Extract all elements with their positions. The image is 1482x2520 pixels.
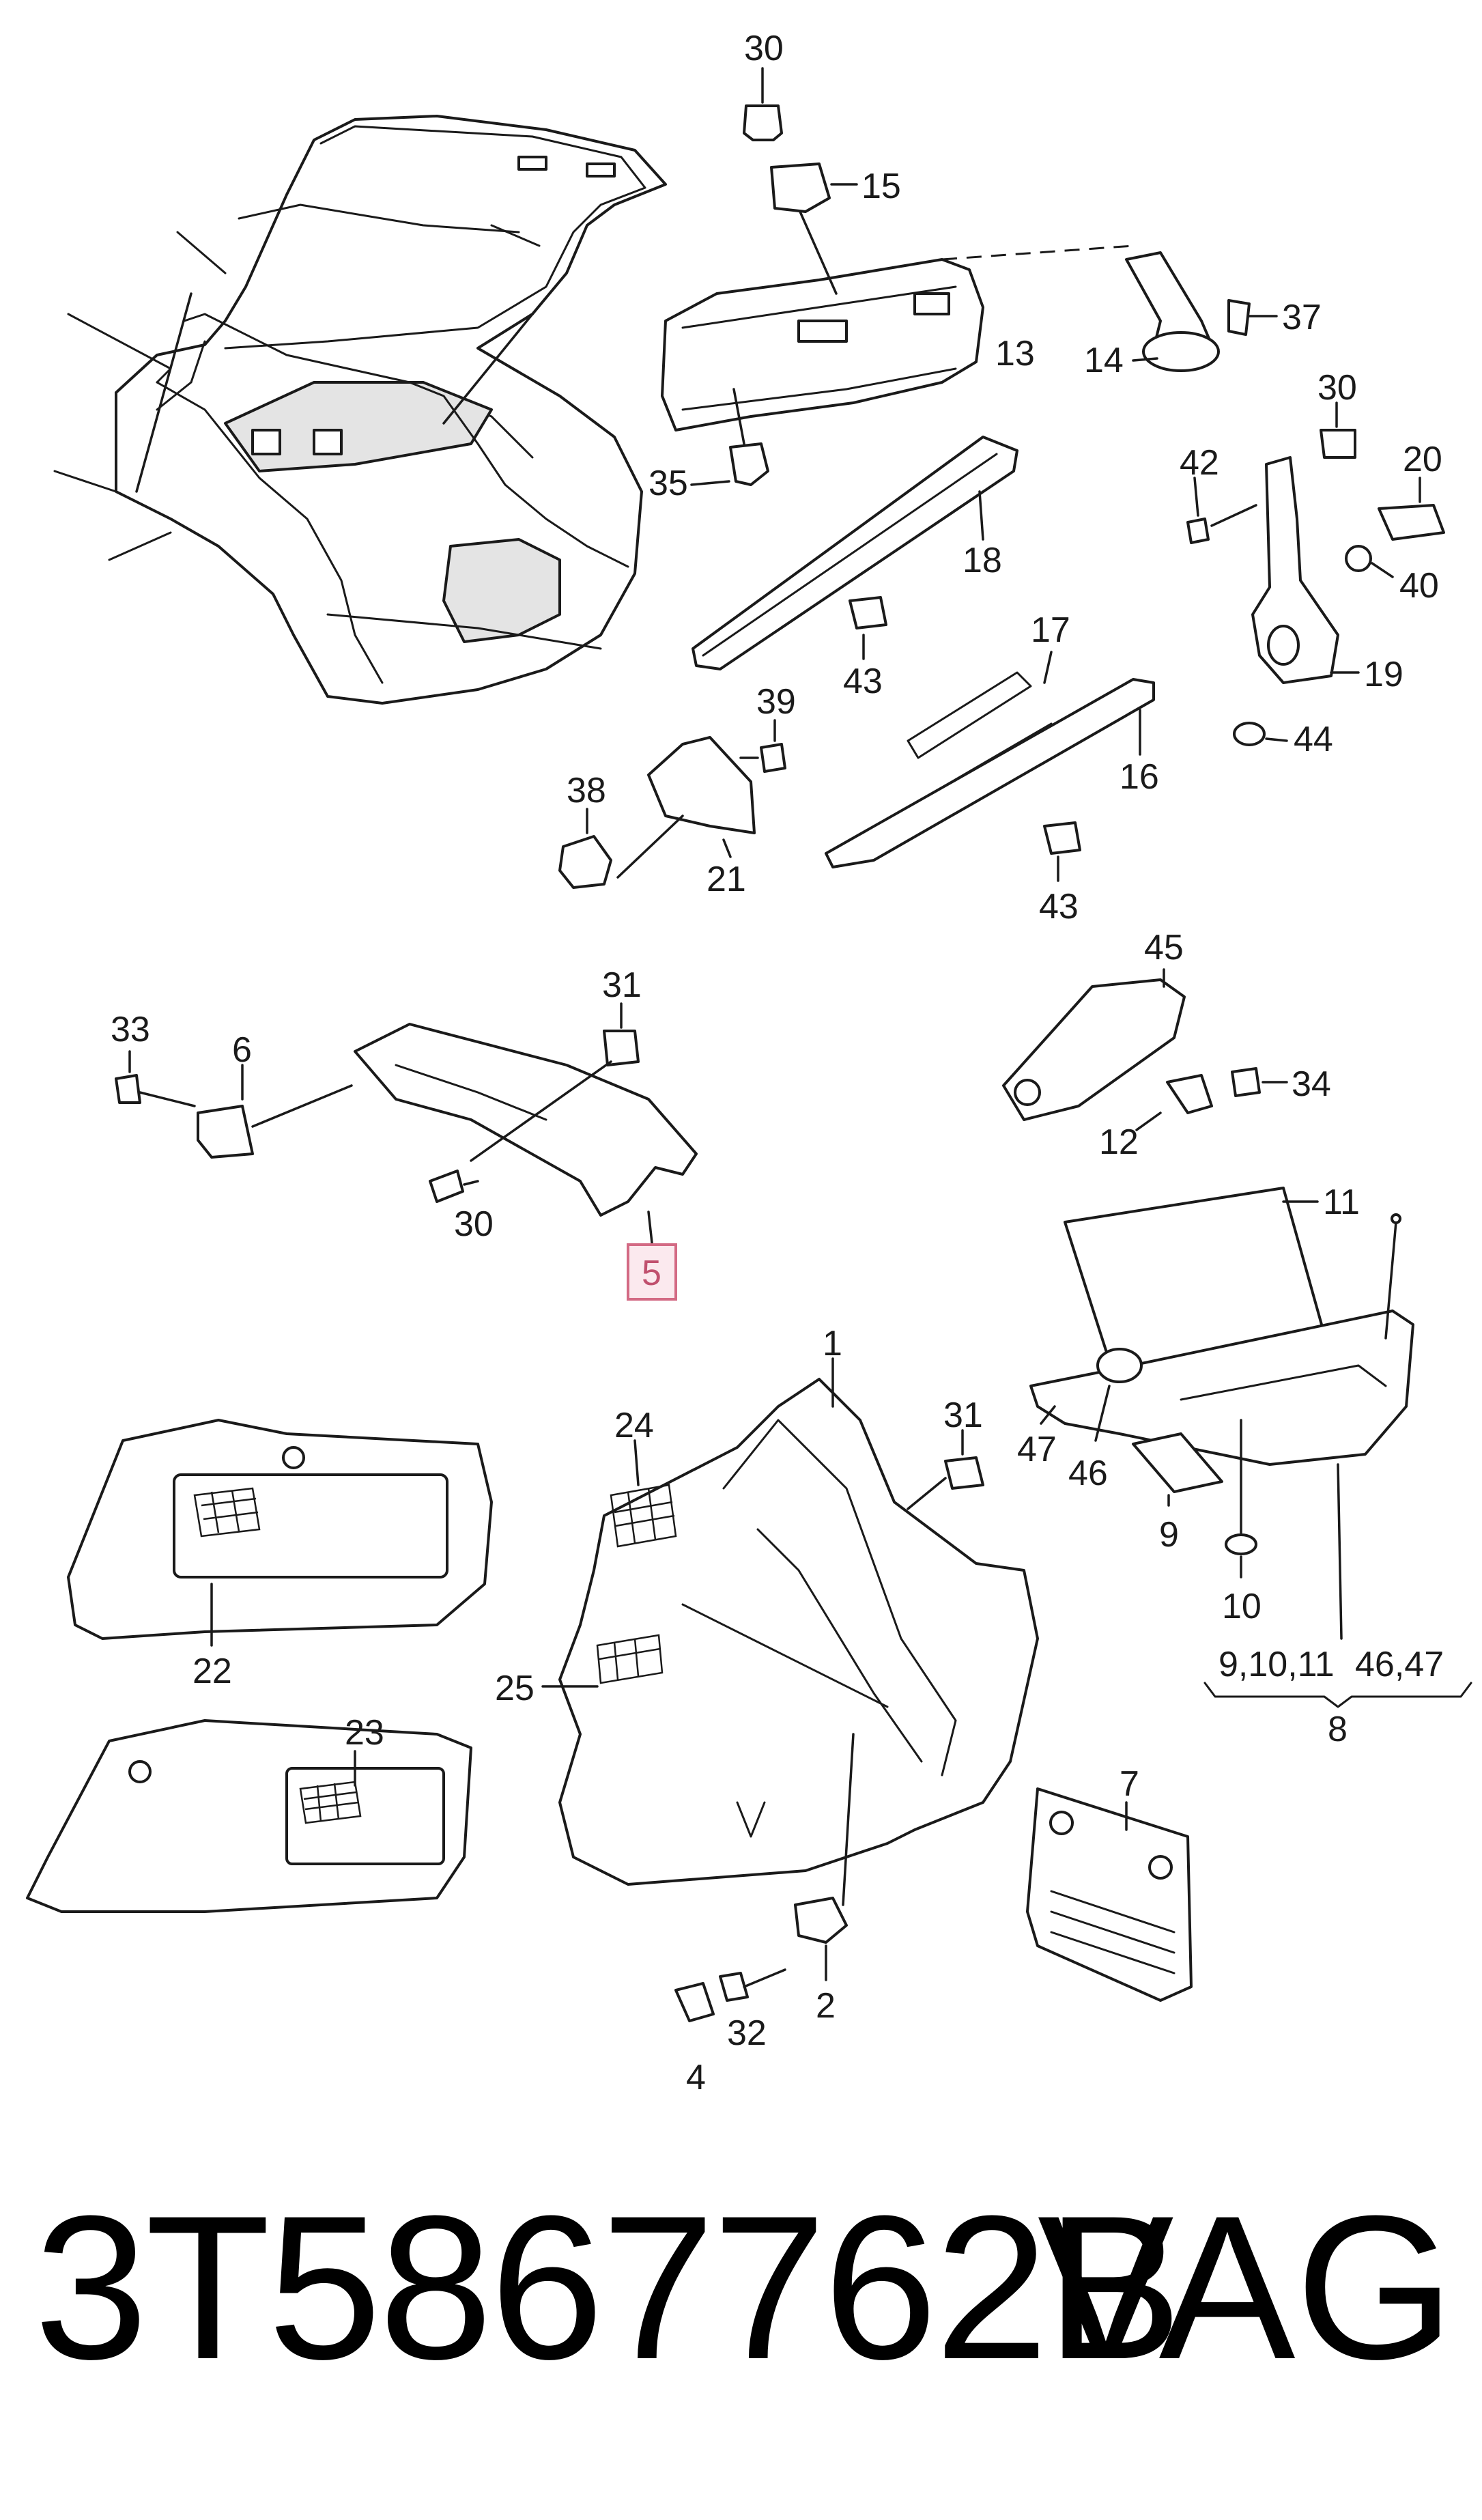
highlighted-callout-5[interactable]: 5 xyxy=(627,1243,677,1301)
callout-8: 8 xyxy=(1328,1710,1348,1749)
bracket-6 xyxy=(197,1064,353,1159)
callout-13: 13 xyxy=(995,334,1035,373)
callout-42: 42 xyxy=(1180,443,1219,483)
callout-33: 33 xyxy=(111,1010,150,1049)
callout-38: 38 xyxy=(567,771,606,810)
callout-30: 30 xyxy=(1317,368,1357,408)
callout-46: 46 xyxy=(1068,1454,1108,1493)
callout-14: 14 xyxy=(1084,341,1124,380)
handle-14 xyxy=(1125,251,1220,372)
callout-16: 16 xyxy=(1120,757,1159,797)
bolt-10 xyxy=(1225,1419,1257,1578)
callout-12: 12 xyxy=(1099,1122,1139,1162)
callout-37: 37 xyxy=(1282,298,1322,337)
side-trim-1 xyxy=(541,1357,1039,1906)
bolt-32 xyxy=(719,1968,786,2002)
callout-43: 43 xyxy=(1039,887,1079,926)
screw-34 xyxy=(1231,1067,1288,1097)
latch-12 xyxy=(1135,1074,1213,1131)
callout-23: 23 xyxy=(345,1713,384,1753)
cover-panel-7 xyxy=(1026,1787,1193,2002)
clip-43-lower xyxy=(1043,821,1081,882)
clip-43-upper xyxy=(849,596,887,660)
hinge-19 xyxy=(1251,456,1360,684)
callout-5: 5 xyxy=(642,1254,661,1293)
cover-45 xyxy=(1002,968,1186,1121)
callout-19: 19 xyxy=(1364,655,1403,694)
screw-37 xyxy=(1227,299,1278,336)
clip-30-right xyxy=(1320,401,1356,459)
roller-blind-11 xyxy=(1029,1187,1414,1466)
callout-24: 24 xyxy=(614,1406,654,1445)
cap-4 xyxy=(674,1982,715,2022)
callout-40: 40 xyxy=(1399,566,1439,606)
group-label-46-47: 46,47 xyxy=(1355,1645,1444,1684)
bolt-42 xyxy=(1186,477,1257,544)
clip-30-top xyxy=(743,67,783,141)
part-number: 3T5867762B xyxy=(34,2172,1182,2402)
buffer-20 xyxy=(1378,477,1445,541)
clip-31-lower xyxy=(907,1429,984,1510)
mat-9 xyxy=(1132,1432,1223,1507)
callout-1: 1 xyxy=(823,1324,842,1363)
callout-2: 2 xyxy=(816,1986,836,2026)
callout-labels: 30 15 13 37 14 30 42 20 35 18 40 17 19 4… xyxy=(111,29,1444,2097)
callout-7: 7 xyxy=(1120,1764,1139,1804)
callout-45: 45 xyxy=(1144,928,1184,967)
screw-33 xyxy=(115,1050,196,1107)
callout-4: 4 xyxy=(686,2058,706,2097)
buffer-40 xyxy=(1345,545,1394,578)
trim-5 xyxy=(354,1023,698,1244)
callout-44: 44 xyxy=(1294,720,1333,759)
trim-strip-18 xyxy=(692,436,1018,670)
callout-30: 30 xyxy=(454,1204,494,1244)
callout-22: 22 xyxy=(193,1652,232,1691)
footer: 3T5867762B VAG xyxy=(0,2185,1482,2472)
trim-panel-22 xyxy=(67,1419,493,1647)
callout-39: 39 xyxy=(756,682,796,722)
screw-30-mid xyxy=(429,1170,479,1203)
callout-34: 34 xyxy=(1292,1064,1331,1104)
screw-39 xyxy=(739,719,786,773)
callout-31: 31 xyxy=(602,965,642,1005)
callout-30: 30 xyxy=(744,29,784,68)
callout-35: 35 xyxy=(649,464,688,503)
callout-21: 21 xyxy=(707,860,746,899)
callout-17: 17 xyxy=(1031,610,1070,650)
clip-15 xyxy=(770,162,858,295)
callout-43: 43 xyxy=(843,662,883,701)
cover-21 xyxy=(616,736,756,879)
trim-panel-23 xyxy=(26,1719,472,1913)
callout-6: 6 xyxy=(232,1030,252,1070)
callout-47: 47 xyxy=(1017,1430,1057,1469)
trunk-lid-trim-13 xyxy=(661,244,1134,431)
car-rear-illustration xyxy=(53,115,667,705)
mount-2 xyxy=(794,1897,848,1981)
callout-9: 9 xyxy=(1159,1515,1179,1555)
callout-18: 18 xyxy=(963,541,1002,580)
clip-35 xyxy=(690,388,769,486)
clip-38 xyxy=(558,808,612,889)
callout-11: 11 xyxy=(1323,1183,1360,1222)
callout-10: 10 xyxy=(1222,1587,1262,1626)
callout-31: 31 xyxy=(943,1396,983,1435)
cap-44 xyxy=(1233,722,1288,746)
group-bracket-8 xyxy=(1203,1463,1472,1708)
parcel-shelf-16 xyxy=(825,651,1155,868)
group-label-9-10-11: 9,10,11 xyxy=(1219,1645,1335,1684)
callout-20: 20 xyxy=(1403,440,1442,479)
clip-31-upper xyxy=(470,1002,640,1162)
callout-25: 25 xyxy=(495,1669,535,1708)
callout-15: 15 xyxy=(861,167,901,206)
brand-name: VAG xyxy=(1037,2172,1455,2402)
callout-32: 32 xyxy=(727,2013,767,2053)
